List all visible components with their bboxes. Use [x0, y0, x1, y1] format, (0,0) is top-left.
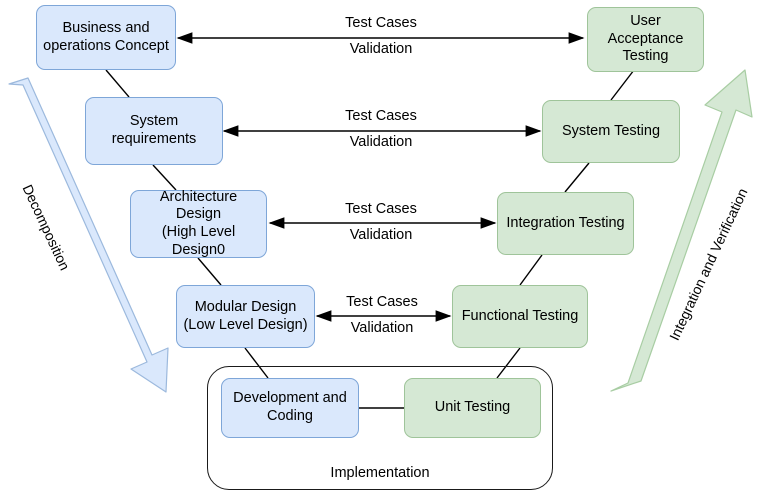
implementation-label: Implementation — [330, 465, 430, 481]
node-integration-testing[interactable]: Integration Testing — [497, 192, 634, 255]
connector-system-to-integration-testing — [564, 162, 590, 193]
cross-link-1-top-label: Test Cases — [345, 15, 417, 31]
connector-business-to-requirements — [105, 69, 130, 98]
cross-link-arrows — [176, 32, 585, 322]
cross-link-1-bottom-label: Validation — [349, 41, 413, 57]
node-system-testing[interactable]: System Testing — [542, 100, 680, 163]
left-chain-connectors — [105, 69, 269, 379]
node-user-acceptance-testing[interactable]: User Acceptance Testing — [587, 7, 704, 72]
cross-link-4-bottom-label: Validation — [350, 320, 414, 336]
connector-architecture-to-modular — [197, 257, 222, 286]
right-chain-connectors — [496, 69, 635, 379]
node-functional-testing[interactable]: Functional Testing — [452, 285, 588, 348]
cross-link-2-bottom-label: Validation — [349, 134, 413, 150]
connector-integration-to-functional-testing — [519, 254, 543, 286]
cross-link-3-bottom-label: Validation — [349, 227, 413, 243]
node-architecture-design[interactable]: Architecture Design (High Level Design0 — [130, 189, 267, 258]
integration-verification-band-arrow — [610, 69, 753, 392]
cross-link-3-top-label: Test Cases — [345, 201, 417, 217]
node-modular-design[interactable]: Modular Design (Low Level Design) — [176, 285, 315, 348]
connector-functional-to-unit-testing — [496, 347, 521, 379]
connector-uat-to-system-testing — [610, 69, 635, 101]
node-business-operations-concept[interactable]: Business and operations Concept — [36, 5, 176, 70]
node-unit-testing[interactable]: Unit Testing — [404, 378, 541, 438]
cross-link-4-top-label: Test Cases — [346, 294, 418, 310]
connector-requirements-to-architecture — [152, 164, 177, 191]
cross-link-2-top-label: Test Cases — [345, 108, 417, 124]
implementation-container — [207, 366, 553, 490]
node-development-and-coding[interactable]: Development and Coding — [221, 378, 359, 438]
connector-modular-to-development — [244, 347, 269, 379]
decomposition-band-arrow — [8, 77, 169, 393]
node-system-requirements[interactable]: System requirements — [85, 97, 223, 165]
